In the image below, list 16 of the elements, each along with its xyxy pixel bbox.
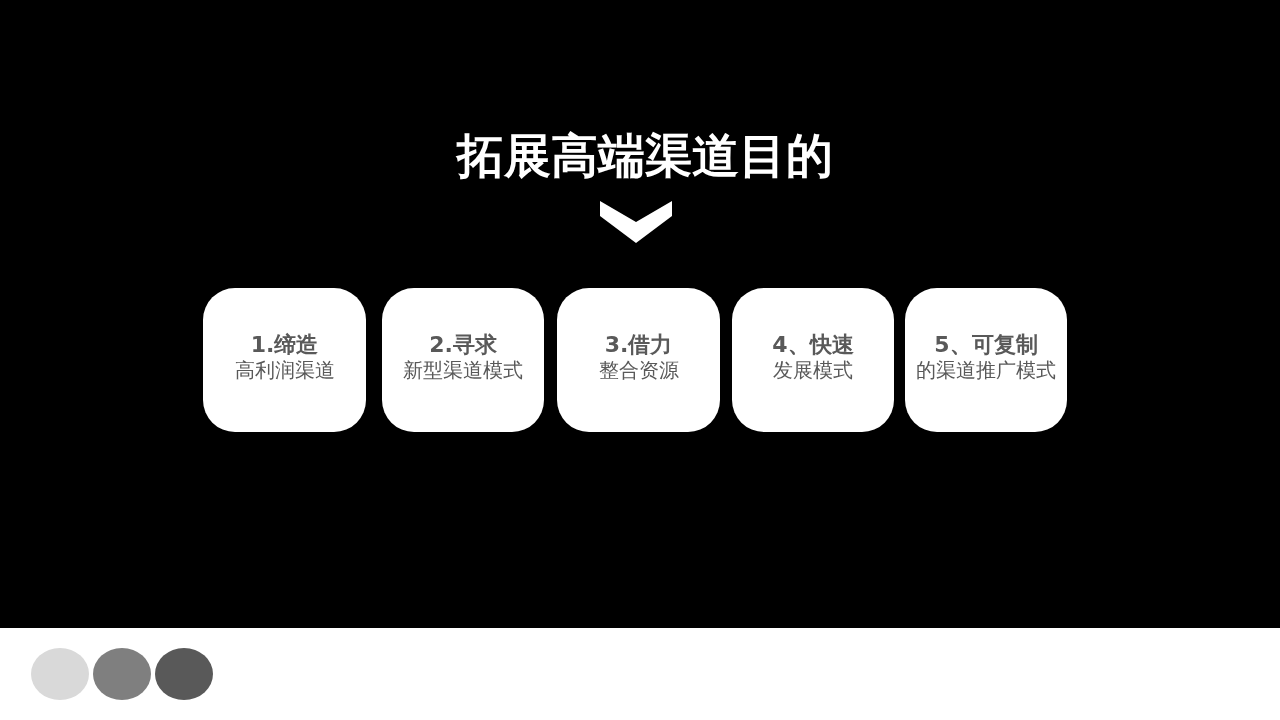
- rounded-box: [557, 288, 720, 432]
- title: 拓展高端渠道目的: [457, 127, 833, 185]
- rounded-box: [203, 288, 366, 432]
- step-heading: 1.缔造: [250, 331, 319, 358]
- step-heading: 4、快速: [772, 331, 854, 358]
- step-heading: 3.借力: [604, 331, 673, 358]
- rounded-box: [905, 288, 1067, 432]
- step-heading: 2.寻求: [429, 331, 497, 358]
- rounded-box: [732, 288, 894, 432]
- step-description: 新型渠道模式: [403, 357, 523, 383]
- step-description: 发展模式: [773, 357, 853, 383]
- step-description: 高利润渠道: [234, 357, 335, 383]
- step-heading: 5、可复制: [934, 331, 1038, 358]
- rounded-box: [382, 288, 544, 432]
- step-description: 整合资源: [598, 357, 679, 383]
- step-description: 的渠道推广模式: [916, 357, 1056, 383]
